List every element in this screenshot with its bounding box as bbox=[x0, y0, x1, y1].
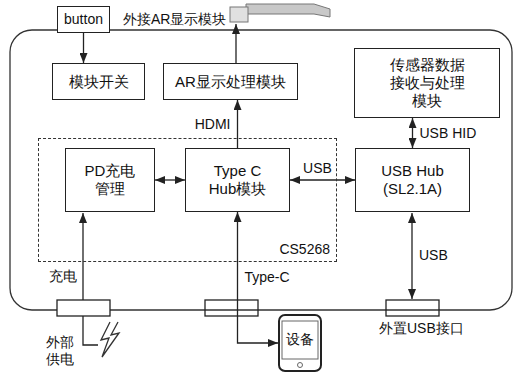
connector bbox=[237, 100, 238, 148]
usb-hub-box: USB Hub (SL2.1A) bbox=[355, 148, 470, 212]
signal-label: Type-C bbox=[244, 269, 291, 286]
chip-group: CS5268 PD充电 管理 Type C Hub模块 bbox=[38, 138, 337, 262]
signal-label: USB bbox=[418, 247, 449, 264]
usb-port-arrow bbox=[411, 213, 412, 299]
lightning-symbol bbox=[101, 322, 119, 357]
node-text: USB Hub (SL2.1A) bbox=[371, 162, 455, 198]
button-key: button bbox=[57, 6, 110, 33]
module-caption: 外接AR显示模块 bbox=[122, 11, 227, 28]
node-text: PD充电 管理 bbox=[79, 162, 141, 198]
ar-glasses-body bbox=[246, 4, 330, 17]
connector bbox=[290, 179, 355, 180]
signal-label: USB bbox=[302, 160, 333, 177]
connector bbox=[155, 179, 185, 180]
charge-box: PD充电 管理 bbox=[65, 148, 155, 212]
sensor-box: 传感器数据 接收与处理 模块 bbox=[354, 48, 500, 118]
connector bbox=[412, 118, 413, 148]
charge-arrow bbox=[82, 213, 83, 300]
display-process-box: AR显示处理模块 bbox=[163, 63, 298, 100]
typec-port bbox=[205, 300, 258, 316]
phone-screen bbox=[282, 321, 318, 359]
ar-glasses-lens bbox=[230, 7, 248, 22]
display-out-arrow bbox=[235, 24, 236, 63]
signal-label: USB HID bbox=[419, 125, 478, 142]
node-text: CS5268 bbox=[279, 241, 330, 258]
connector bbox=[83, 33, 84, 63]
usb-port bbox=[386, 300, 439, 316]
power-caption: 外部 供电 bbox=[44, 334, 77, 368]
phone-device: 设备 bbox=[278, 314, 322, 372]
device-housing bbox=[10, 30, 512, 310]
node-text: 传感器数据 接收与处理 模块 bbox=[382, 56, 472, 110]
phone-home-key bbox=[298, 363, 303, 368]
signal-label: 充电 bbox=[48, 268, 78, 285]
port-caption: 外置USB接口 bbox=[378, 320, 465, 337]
node-text: AR显示处理模块 bbox=[175, 73, 286, 91]
node-text: 设备 bbox=[286, 331, 314, 348]
power-wire bbox=[83, 316, 98, 345]
node-text: 模块开关 bbox=[69, 73, 129, 91]
hub-box: Type C Hub模块 bbox=[185, 148, 290, 212]
phone-body bbox=[279, 315, 321, 371]
signal-label: HDMI bbox=[194, 116, 232, 133]
node-text: Type C Hub模块 bbox=[201, 162, 275, 198]
charge-port bbox=[57, 300, 110, 316]
switch-box: 模块开关 bbox=[52, 63, 145, 100]
node-text: button bbox=[64, 11, 103, 28]
